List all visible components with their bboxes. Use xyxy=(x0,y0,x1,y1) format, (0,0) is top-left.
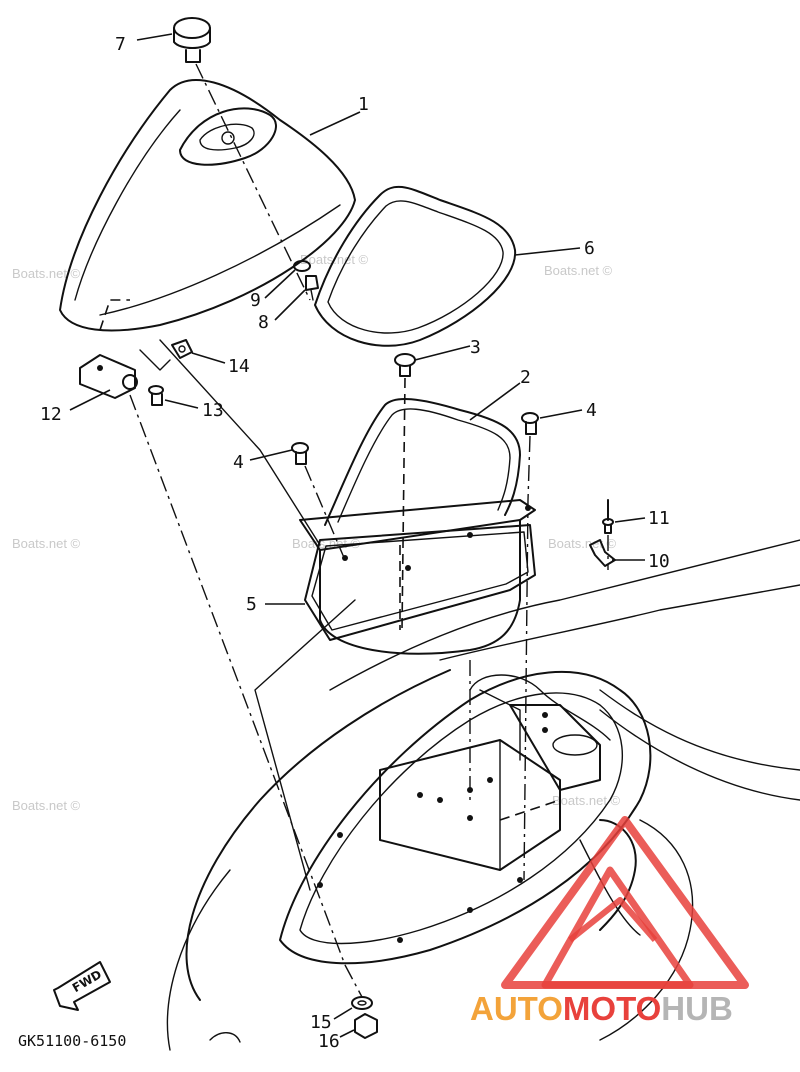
part-15-washer xyxy=(351,996,373,1010)
watermark-text: Boats.net © xyxy=(12,266,81,281)
fwd-arrow-icon: FWD xyxy=(53,961,111,1011)
part-5-frame xyxy=(304,524,536,641)
watermark-text: Boats.net © xyxy=(552,793,621,808)
callout-leaders xyxy=(69,33,646,1038)
part-number-8: 8 xyxy=(258,312,269,333)
part-number-4-right: 4 xyxy=(586,400,597,421)
part-13-screw xyxy=(148,385,164,406)
part-4-screw-right xyxy=(521,412,539,435)
part-number-16: 16 xyxy=(318,1031,340,1052)
watermark-text: Boats.net © xyxy=(544,263,613,278)
part-number-9: 9 xyxy=(250,290,261,311)
part-14-clip xyxy=(171,339,193,359)
part-number-10: 10 xyxy=(648,551,670,572)
part-6-gasket xyxy=(314,185,517,347)
part-number-13: 13 xyxy=(202,400,224,421)
automotohub-logo: AUTOMOTOHUB xyxy=(470,816,749,1027)
hull-outline xyxy=(166,539,800,1051)
logo-text-moto: MOTO xyxy=(563,990,661,1027)
triangle-logo-icon xyxy=(501,816,749,989)
part-number-6: 6 xyxy=(584,238,595,259)
watermark-text: Boats.net © xyxy=(548,536,617,551)
part-number-15: 15 xyxy=(310,1012,332,1033)
part-number-7: 7 xyxy=(115,34,126,55)
part-number-3: 3 xyxy=(470,337,481,358)
part-numbers: 7 1 6 3 2 4 4 5 9 8 11 10 12 13 14 15 16 xyxy=(40,34,670,1052)
watermarks: Boats.net © Boats.net © Boats.net © Boat… xyxy=(12,252,621,813)
logo-text-auto: AUTO xyxy=(470,990,563,1027)
part-7-cap xyxy=(173,17,211,63)
part-11-pin xyxy=(602,499,614,534)
part-number-5: 5 xyxy=(246,594,257,615)
leader-5 xyxy=(254,599,356,891)
leader-4a xyxy=(304,465,346,561)
leader-15 xyxy=(344,964,363,998)
part-4-screw-left xyxy=(291,442,309,465)
fwd-label: FWD xyxy=(70,967,104,995)
leader-4b xyxy=(523,435,531,881)
part-3-plug xyxy=(394,353,416,377)
part-12-hinge xyxy=(79,354,138,399)
part-number-14: 14 xyxy=(228,356,250,377)
part-8-9-bolt xyxy=(293,260,319,301)
logo-text-hub: HUB xyxy=(661,990,733,1027)
drawing-code: GK51100-6150 xyxy=(18,1032,126,1050)
leader-12 xyxy=(129,394,346,966)
part-number-1: 1 xyxy=(358,94,369,115)
part-1-cover xyxy=(59,79,356,371)
part-number-4-left: 4 xyxy=(233,452,244,473)
part-number-12: 12 xyxy=(40,404,62,425)
watermark-text: Boats.net © xyxy=(12,536,81,551)
part-16-nut xyxy=(354,1013,378,1039)
leader-3 xyxy=(401,377,406,631)
part-number-2: 2 xyxy=(520,367,531,388)
leader-7 xyxy=(195,63,311,301)
watermark-text: Boats.net © xyxy=(12,798,81,813)
part-number-11: 11 xyxy=(648,508,670,529)
leader-14 xyxy=(159,339,321,546)
svg-text:AUTOMOTOHUB: AUTOMOTOHUB xyxy=(470,990,733,1027)
